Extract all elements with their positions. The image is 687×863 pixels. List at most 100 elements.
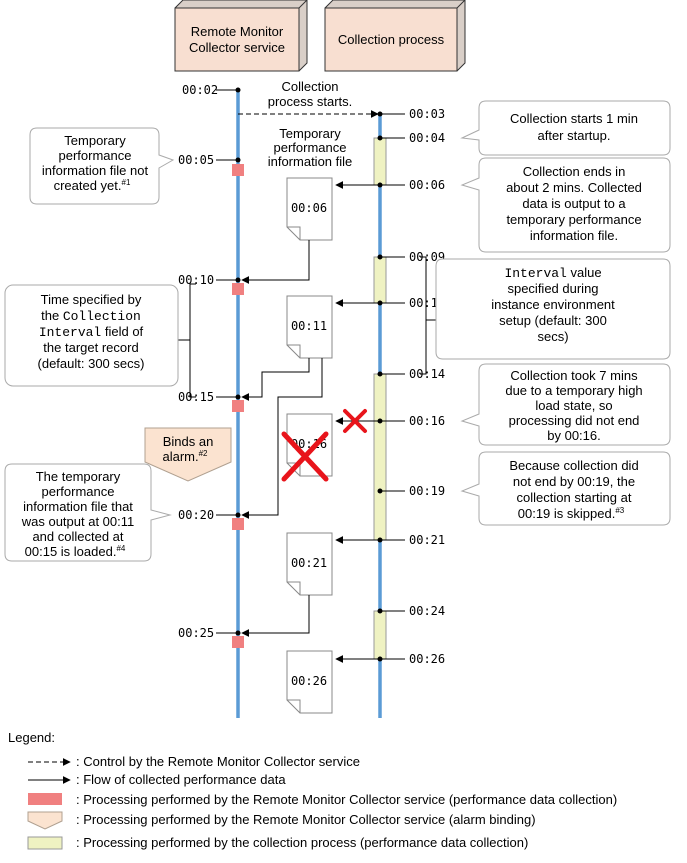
note-ref: #1 [122, 178, 131, 187]
legend-item: : Processing performed by the collection… [76, 835, 528, 850]
time-label: 00:06 [409, 178, 445, 192]
callout-line: collection starting at [517, 490, 632, 505]
callout-line: the target record [43, 340, 138, 355]
callout-line: Temporary [64, 133, 126, 148]
service-processing-marker [232, 164, 244, 176]
process-activity-bar [373, 256, 387, 304]
process-name: Collection process [338, 32, 445, 47]
time-label: 00:19 [409, 484, 445, 498]
callout-line: (default: 300 secs) [38, 356, 145, 371]
service-processing-marker [232, 518, 244, 530]
callout-code: Interval [504, 266, 567, 281]
note-ref: #3 [615, 506, 624, 515]
callout-text: field of [101, 324, 143, 339]
callout-line: performance [59, 148, 132, 163]
time-label: 00:03 [409, 107, 445, 121]
svg-text:Interval field of: Interval field of [39, 324, 144, 340]
callout-interval: Interval value specified during instance… [435, 258, 671, 360]
legend-alarm-swatch [27, 811, 63, 830]
temp-file-label-line1: Temporary [279, 126, 341, 141]
callout-line: not end by 00:19, the [513, 474, 635, 489]
process-time-labels: 00:03 00:04 00:06 00:09 00:11 00:14 00:1… [377, 107, 445, 666]
collection-starts-line1: Collection [281, 79, 338, 94]
callout-line: information file that [23, 499, 133, 514]
callout-line: after startup. [538, 128, 611, 143]
cross-icon [281, 431, 329, 482]
note-ref: #4 [116, 544, 125, 553]
callout-line: Time specified by [41, 292, 142, 307]
svg-text:created yet.#1: created yet.#1 [54, 178, 131, 193]
callout-line: performance [42, 484, 115, 499]
time-label: 00:15 [178, 390, 214, 404]
legend-service-proc-swatch [28, 793, 62, 805]
file-label: 00:26 [291, 674, 327, 688]
callout-line: secs) [537, 329, 568, 344]
callout-line: Because collection did [509, 458, 638, 473]
data-flow-arrow [241, 240, 310, 284]
file-icon: 00:06 [286, 177, 333, 241]
legend-item: : Flow of collected performance data [76, 772, 286, 787]
callout-line: about 2 mins. Collected [506, 180, 642, 195]
file-icon: 00:21 [286, 532, 333, 596]
service-name-line2: Collector service [189, 40, 285, 55]
legend-process-proc-swatch [27, 836, 63, 850]
time-label: 00:25 [178, 626, 214, 640]
data-flow-arrow [241, 358, 310, 401]
callout-line: setup (default: 300 [499, 313, 607, 328]
callout-skipped: Because collection did not end by 00:19,… [460, 451, 671, 526]
callout-line: instance environment [491, 297, 615, 312]
service-name-line1: Remote Monitor [191, 24, 284, 39]
callout-not-created: Temporary performance information file n… [29, 127, 175, 205]
callout-line: Collection took 7 mins [510, 368, 638, 383]
svg-text:the Collection: the Collection [41, 308, 141, 324]
process-participant-box: Collection process [324, 0, 466, 72]
legend-item: : Control by the Remote Monitor Collecto… [76, 754, 360, 769]
callout-line: The temporary [36, 469, 121, 484]
callout-line: specified during [507, 281, 598, 296]
callout-text: the [41, 308, 63, 323]
process-activity-bar [373, 610, 387, 660]
file-label: 00:11 [291, 319, 327, 333]
service-participant-box: Remote Monitor Collector service [174, 0, 308, 72]
callout-starts-1min: Collection starts 1 min after startup. [460, 100, 671, 156]
callout-line: Collection starts 1 min [510, 111, 638, 126]
note-ref: #2 [199, 449, 208, 458]
svg-text:00:15 is loaded.#4: 00:15 is loaded.#4 [25, 544, 126, 559]
callout-line: 00:15 is loaded. [25, 544, 117, 559]
time-label: 00:16 [409, 414, 445, 428]
callout-line: and collected at [32, 529, 123, 544]
callout-line: created yet. [54, 178, 122, 193]
service-processing-marker [232, 400, 244, 412]
legend-item: : Processing performed by the Remote Mon… [76, 812, 536, 827]
time-label: 00:10 [178, 273, 214, 287]
interval-bracket-left [189, 283, 196, 398]
time-label: 00:26 [409, 652, 445, 666]
collection-starts-line2: process starts. [268, 94, 353, 109]
callout-took7: Collection took 7 mins due to a temporar… [460, 363, 671, 446]
callout-line: was output at 00:11 [21, 514, 135, 529]
callout-line: processing did not end [509, 413, 640, 428]
process-activity-bar [373, 373, 387, 541]
legend: Legend: : Control by the Remote Monitor … [8, 730, 617, 850]
legend-title: Legend: [8, 730, 55, 745]
time-label: 00:20 [178, 508, 214, 522]
cross-icon [343, 409, 367, 433]
file-icon: 00:11 [286, 295, 333, 359]
time-label: 00:21 [409, 533, 445, 547]
time-label: 00:04 [409, 131, 445, 145]
callout-ends-2min: Collection ends in about 2 mins. Collect… [460, 157, 671, 253]
binds-alarm-line2: alarm. [162, 449, 198, 464]
process-activity-bar [373, 137, 387, 186]
temp-file-label-line2: performance [274, 140, 347, 155]
callout-code: Interval [39, 325, 102, 340]
file-label: 00:21 [291, 556, 327, 570]
service-processing-marker [232, 283, 244, 295]
interval-bracket-right [420, 256, 427, 375]
svg-text:00:19 is skipped.#3: 00:19 is skipped.#3 [518, 506, 625, 521]
callout-line: due to a temporary high [505, 383, 642, 398]
svg-text:alarm.#2: alarm.#2 [162, 449, 208, 464]
svg-text:Interval value: Interval value [504, 265, 601, 281]
legend-item: : Processing performed by the Remote Mon… [76, 792, 617, 807]
callout-line: Collection ends in [523, 164, 626, 179]
